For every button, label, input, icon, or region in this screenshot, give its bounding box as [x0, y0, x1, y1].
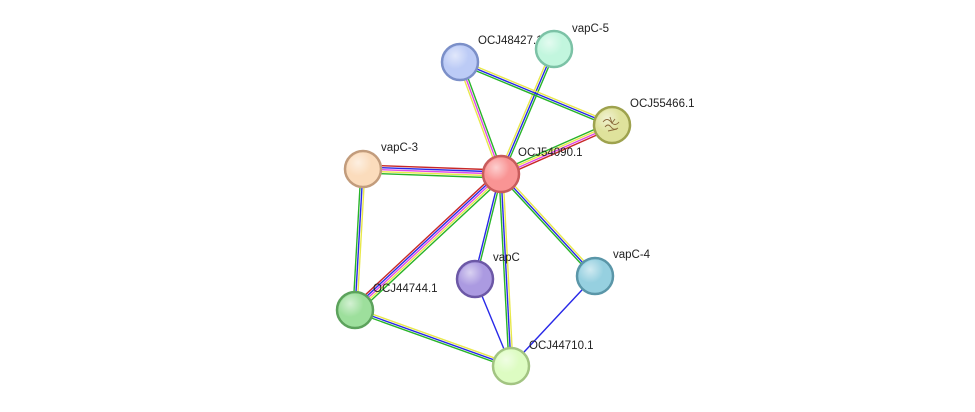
edge-evidence-line — [354, 173, 502, 311]
edge-ocj54090-1-vapc-4 — [499, 172, 597, 278]
edge-evidence-line — [353, 172, 501, 310]
edge-evidence-line — [499, 174, 595, 278]
node-label: vapC-4 — [613, 249, 651, 261]
node-vapc-4[interactable]: vapC-4 — [575, 249, 651, 296]
edges — [351, 47, 614, 369]
node-ocj44744-1[interactable]: OCJ44744.1 — [335, 283, 438, 330]
node-label: OCJ54090.1 — [518, 147, 583, 159]
edge-ocj54090-1-vapc-3 — [362, 164, 502, 179]
node-highlight — [347, 153, 379, 185]
node-label: OCJ55466.1 — [630, 98, 695, 110]
node-highlight — [538, 33, 570, 65]
node-label: vapC-5 — [572, 23, 609, 35]
edge-evidence-line — [500, 173, 596, 277]
node-ocj44710-1[interactable]: OCJ44710.1 — [491, 340, 594, 386]
node-label: OCJ44744.1 — [373, 283, 438, 295]
protein-structure-icon — [602, 116, 620, 132]
edge-evidence-line — [510, 275, 596, 367]
node-highlight — [596, 109, 628, 141]
edge-evidence-line — [500, 48, 555, 175]
edge-evidence-line — [501, 172, 597, 276]
edge-evidence-line — [355, 174, 503, 312]
edge-evidence-line — [362, 168, 502, 175]
node-highlight — [444, 46, 476, 78]
edge-evidence-line — [362, 170, 501, 177]
edge-evidence-line — [352, 168, 362, 310]
edge-evidence-line — [501, 127, 614, 178]
edge-evidence-line — [460, 59, 614, 124]
edge-evidence-line — [498, 47, 553, 174]
edge-evidence-line — [502, 173, 514, 366]
edge-evidence-line — [459, 61, 613, 126]
edge-evidence-line — [458, 63, 612, 128]
edge-evidence-line — [459, 61, 502, 175]
node-label: vapC — [493, 252, 520, 264]
edge-evidence-line — [500, 173, 512, 367]
node-highlight — [495, 350, 527, 382]
edge-evidence-line — [355, 307, 512, 365]
node-ocj54090-1[interactable]: OCJ54090.1 — [481, 147, 583, 194]
node-ocj55466-1[interactable]: OCJ55466.1 — [592, 98, 695, 145]
node-vapc-3[interactable]: vapC-3 — [343, 142, 418, 189]
edge-ocj54090-1-ocj44710-1 — [498, 173, 514, 367]
edge-evidence-line — [457, 62, 500, 175]
node-label: OCJ48427.1 — [478, 35, 543, 47]
edge-ocj48427-1-ocj55466-1 — [458, 59, 614, 128]
edge-evidence-line — [363, 166, 502, 173]
edge-evidence-line — [501, 125, 613, 176]
edge-ocj54090-1-vapc-5 — [498, 47, 557, 176]
edge-evidence-line — [351, 170, 499, 308]
edge-evidence-line — [357, 176, 505, 314]
edge-evidence-line — [363, 164, 502, 171]
edge-evidence-line — [354, 311, 511, 369]
node-highlight — [579, 260, 611, 292]
edge-vapc-4-ocj44710-1 — [510, 275, 596, 367]
node-label: vapC-3 — [381, 142, 418, 154]
edge-evidence-line — [498, 174, 510, 367]
node-highlight — [459, 263, 491, 295]
node-vapc[interactable]: vapC — [455, 252, 520, 299]
edge-ocj54090-1-ocj55466-1 — [499, 121, 614, 178]
node-vapc-5[interactable]: vapC-5 — [534, 23, 609, 69]
edge-ocj44744-1-ocj44710-1 — [354, 307, 512, 369]
edge-evidence-line — [500, 123, 612, 174]
edge-vapc-3-ocj44744-1 — [352, 168, 366, 311]
edge-ocj54090-1-ocj44744-1 — [351, 170, 505, 314]
edge-evidence-line — [461, 61, 504, 174]
edge-evidence-line — [362, 172, 501, 179]
node-label: OCJ44710.1 — [529, 340, 594, 352]
edge-evidence-line — [499, 121, 612, 172]
node-ocj48427-1[interactable]: OCJ48427.1 — [440, 35, 543, 82]
edge-evidence-line — [356, 169, 366, 311]
edge-evidence-line — [354, 168, 364, 311]
edge-evidence-line — [354, 309, 512, 367]
node-highlight — [485, 158, 517, 190]
edge-ocj54090-1-ocj48427-1 — [457, 61, 504, 175]
node-highlight — [339, 294, 371, 326]
edge-evidence-line — [502, 49, 557, 176]
